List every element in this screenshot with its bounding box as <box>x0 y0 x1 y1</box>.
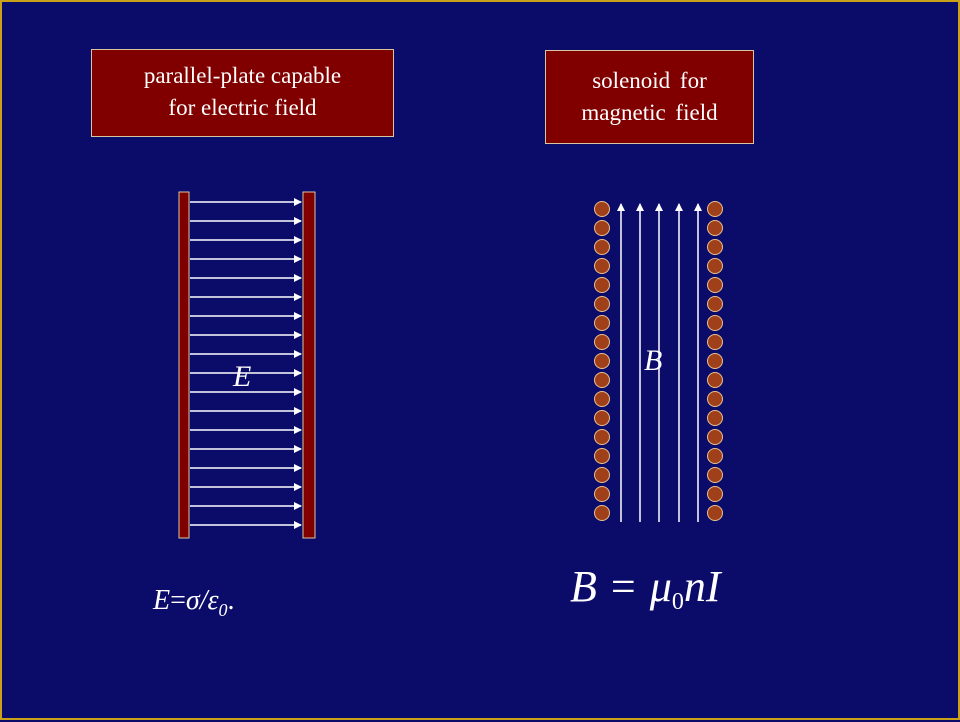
coil-turn-right <box>707 429 723 445</box>
capacitor-formula: E=σ/ε0. <box>152 585 235 620</box>
solenoid-formula: B = μ0nI <box>570 562 723 615</box>
coil-turn-left <box>594 353 610 369</box>
solenoid-label-line1: solenoid for <box>592 68 707 93</box>
formula-sigma: σ <box>186 585 201 616</box>
coil-turn-left <box>594 467 610 483</box>
formula-mu: μ <box>649 562 672 611</box>
formula-b-equals: = <box>611 562 636 611</box>
coil-turn-right <box>707 410 723 426</box>
solenoid-label-box: solenoid for magnetic field <box>545 50 754 144</box>
coil-turn-left <box>594 258 610 274</box>
coil-turn-right <box>707 372 723 388</box>
solenoid-label-line2: magnetic field <box>581 100 718 125</box>
b-field-symbol: B <box>644 344 662 377</box>
capacitor-label-line2: for electric field <box>168 95 317 120</box>
e-field-symbol: E <box>232 360 251 393</box>
coil-turn-left <box>594 296 610 312</box>
right-plate <box>302 191 316 539</box>
coil-turn-left <box>594 410 610 426</box>
formula-mu-sub: 0 <box>672 589 684 615</box>
coil-turn-left <box>594 201 610 217</box>
capacitor-label-box: parallel-plate capable for electric fiel… <box>91 49 394 137</box>
coil-turn-right <box>707 239 723 255</box>
coil-turn-left <box>594 429 610 445</box>
coil-turn-right <box>707 315 723 331</box>
coil-turn-right <box>707 448 723 464</box>
formula-epsilon: ε <box>208 585 219 616</box>
coil-turn-left <box>594 372 610 388</box>
coil-turn-right <box>707 334 723 350</box>
electric-field-lines <box>190 198 302 529</box>
formula-equals: = <box>170 585 186 616</box>
coil-right-column <box>707 201 723 521</box>
coil-turn-right <box>707 353 723 369</box>
coil-turn-right <box>707 486 723 502</box>
coil-left-column <box>594 201 610 521</box>
magnetic-field-lines <box>617 203 702 522</box>
coil-turn-right <box>707 505 723 521</box>
coil-turn-left <box>594 277 610 293</box>
coil-turn-left <box>594 315 610 331</box>
coil-turn-left <box>594 334 610 350</box>
coil-turn-right <box>707 296 723 312</box>
formula-epsilon-sub: 0 <box>219 600 228 620</box>
coil-turn-right <box>707 277 723 293</box>
formula-b: B <box>570 562 597 611</box>
coil-turn-right <box>707 391 723 407</box>
coil-turn-left <box>594 220 610 236</box>
formula-period: . <box>228 585 235 616</box>
coil-turn-left <box>594 448 610 464</box>
formula-e: E <box>152 585 170 616</box>
coil-turn-right <box>707 467 723 483</box>
formula-ni: nI <box>684 562 723 611</box>
coil-turn-right <box>707 258 723 274</box>
coil-turn-left <box>594 486 610 502</box>
coil-turn-left <box>594 391 610 407</box>
left-plate <box>178 191 190 539</box>
coil-turn-right <box>707 201 723 217</box>
coil-turn-left <box>594 239 610 255</box>
capacitor-label-line1: parallel-plate capable <box>143 63 342 88</box>
coil-turn-right <box>707 220 723 236</box>
coil-turn-left <box>594 505 610 521</box>
formula-slash: / <box>198 585 210 616</box>
